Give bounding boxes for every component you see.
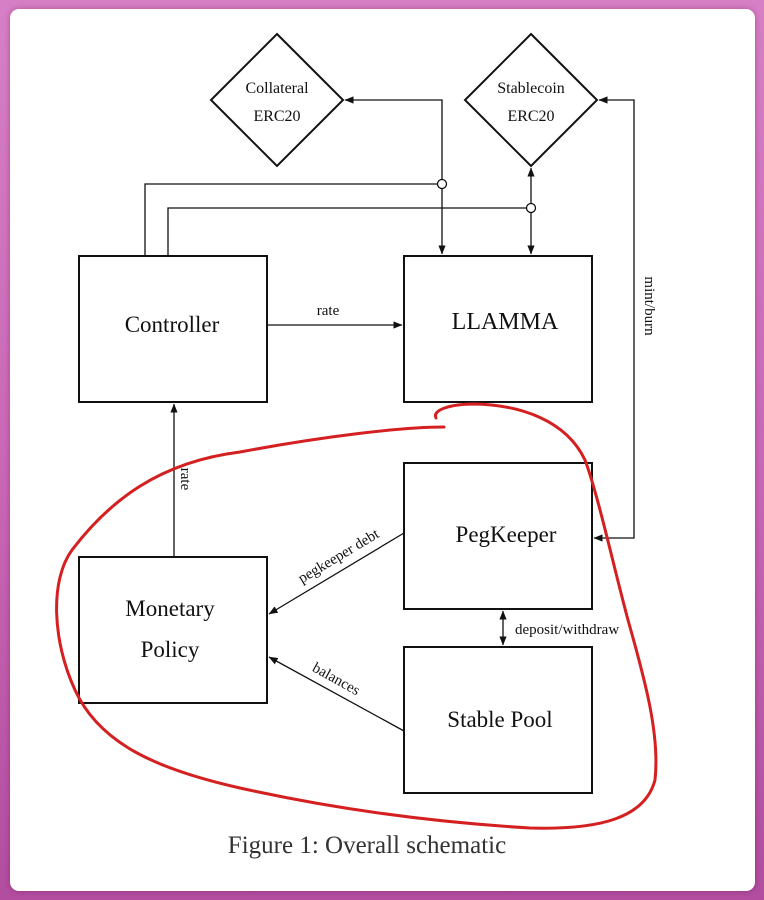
- pegkeeper-label: PegKeeper: [456, 522, 557, 547]
- deposit-withdraw-label: deposit/withdraw: [515, 622, 619, 638]
- monetary-policy-label-line2: Policy: [141, 637, 200, 662]
- stablecoin-label-line2: ERC20: [507, 108, 554, 125]
- policy-controller-rate-label: rate: [177, 468, 193, 491]
- collateral-label-line2: ERC20: [253, 108, 300, 125]
- controller-label: Controller: [125, 312, 220, 337]
- monetary-policy-node: Monetary Policy: [78, 556, 268, 704]
- stablecoin-erc20-node: Stablecoin ERC20: [463, 32, 599, 168]
- stable-pool-label: Stable Pool: [447, 707, 552, 732]
- stable-pool-node: Stable Pool: [403, 646, 593, 794]
- stablecoin-label-line1: Stablecoin: [497, 80, 565, 97]
- controller-node: Controller: [78, 255, 268, 403]
- controller-to-stablecoin-line: [167, 207, 526, 256]
- collateral-erc20-node: Collateral ERC20: [209, 32, 345, 168]
- balances-arrow: [268, 656, 405, 732]
- figure-caption: Figure 1: Overall schematic: [228, 832, 506, 859]
- mint-burn-label: mint/burn: [641, 276, 657, 336]
- llamma-node: LLAMMA: [403, 255, 593, 403]
- pegkeeper-debt-arrow: [268, 532, 405, 615]
- crossing-hop-lower: [525, 202, 537, 214]
- crossing-hop-upper: [436, 178, 448, 190]
- red-annotation-circle: [55, 402, 658, 830]
- mint-burn-link: [593, 96, 635, 542]
- llamma-label: LLAMMA: [452, 309, 559, 335]
- llamma-collateral-link: [344, 96, 446, 255]
- controller-to-collateral-line: [144, 183, 437, 256]
- monetary-policy-label-line1: Monetary: [125, 596, 215, 621]
- controller-llamma-rate-label: rate: [317, 303, 340, 319]
- pegkeeper-node: PegKeeper: [403, 462, 593, 610]
- collateral-label-line1: Collateral: [245, 80, 309, 97]
- pegkeeper-debt-label: pegkeeper debt: [296, 526, 383, 587]
